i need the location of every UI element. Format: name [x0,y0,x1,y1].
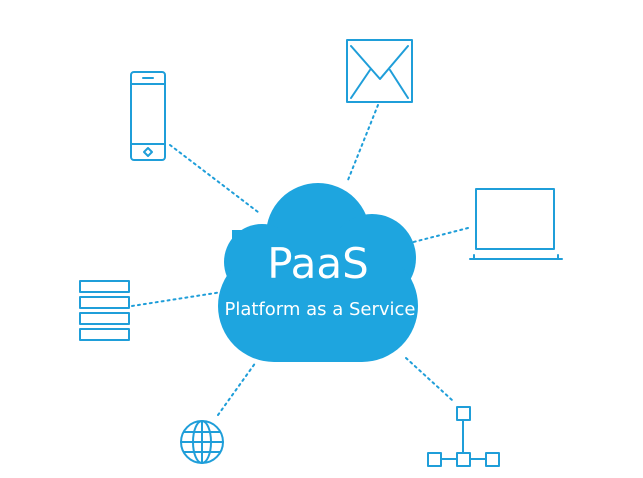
network-hierarchy-icon [427,406,500,467]
connector-server-stack [131,291,223,307]
laptop-icon [469,188,563,260]
server-stack-icon [79,280,130,341]
connector-network [405,357,453,401]
cloud: PaaS Platform as a Service [218,183,418,362]
cloud-shape [218,183,418,362]
envelope-icon [346,39,413,103]
cloud-subtitle: Platform as a Service [224,299,415,320]
smartphone-icon [130,71,166,161]
globe-icon [180,420,224,464]
connector-globe [217,361,257,416]
connector-smartphone [169,144,259,213]
connector-envelope [347,104,379,181]
cloud-title: PaaS [267,239,369,288]
